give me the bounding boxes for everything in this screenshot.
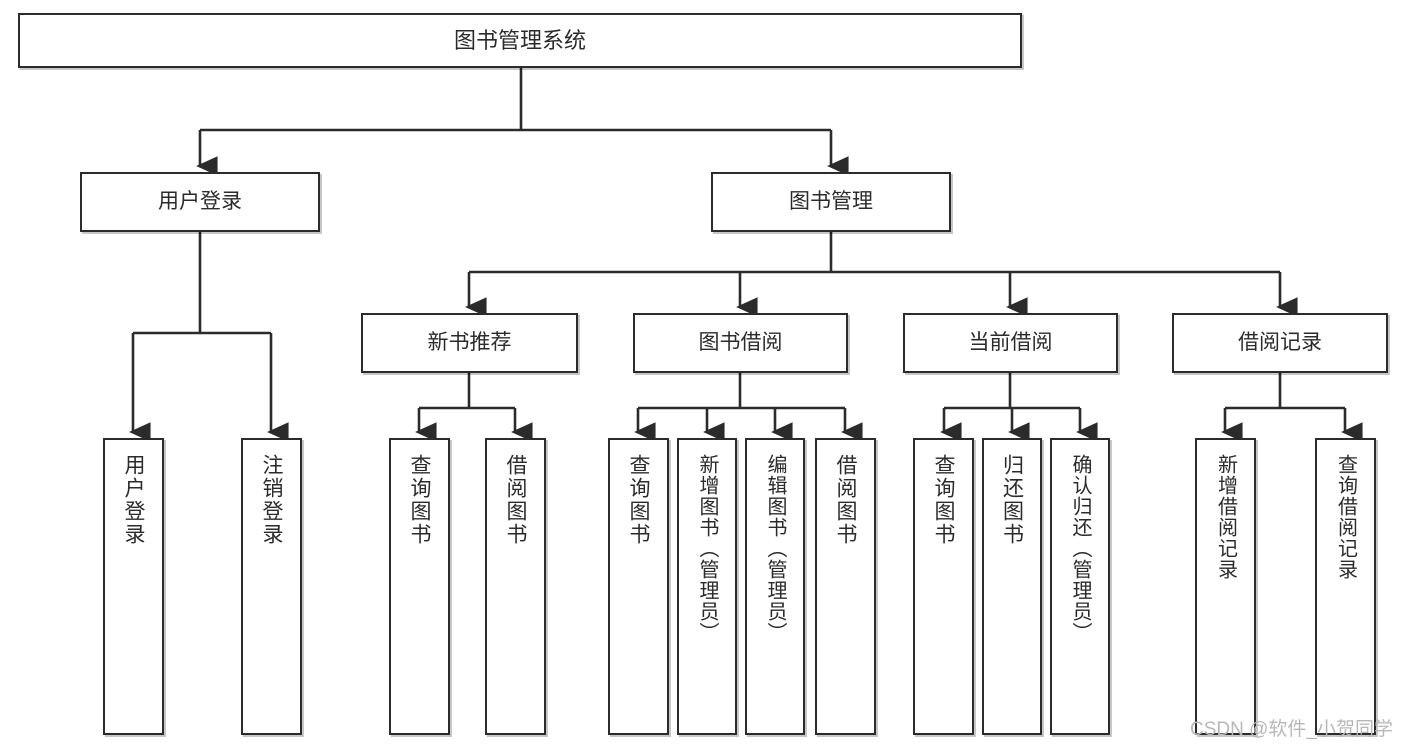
leaf-edit-book-admin[interactable]: 编辑图书（管理员） [745, 438, 805, 735]
node-book-management-label: 图书管理 [789, 189, 873, 213]
leaf-edit-book-admin-label: 编辑图书（管理员） [764, 454, 786, 643]
node-borrow-record-label: 借阅记录 [1238, 330, 1322, 354]
leaf-borrow-book-newbook-label: 借阅图书 [504, 454, 527, 546]
leaf-borrow-book-borrow[interactable]: 借阅图书 [815, 438, 876, 735]
leaf-user-login-label: 用户登录 [122, 454, 145, 546]
node-new-book-recommend-label: 新书推荐 [427, 330, 512, 354]
leaf-add-book-admin-label: 新增图书（管理员） [696, 454, 718, 643]
leaf-query-book-borrow[interactable]: 查询图书 [608, 438, 669, 735]
leaf-borrow-book-newbook[interactable]: 借阅图书 [485, 438, 546, 735]
leaf-query-borrow-record-label: 查询借阅记录 [1334, 454, 1357, 580]
node-borrow-record[interactable]: 借阅记录 [1172, 313, 1388, 373]
leaf-borrow-book-borrow-label: 借阅图书 [834, 454, 857, 546]
leaf-query-book-borrow-label: 查询图书 [627, 454, 650, 546]
node-user-login[interactable]: 用户登录 [80, 172, 320, 232]
leaf-query-book-newbook-label: 查询图书 [408, 454, 431, 546]
leaf-query-borrow-record[interactable]: 查询借阅记录 [1315, 438, 1376, 735]
leaf-add-book-admin[interactable]: 新增图书（管理员） [677, 438, 737, 735]
node-book-management[interactable]: 图书管理 [711, 172, 951, 232]
leaf-query-book-current-label: 查询图书 [932, 454, 955, 546]
leaf-return-book-label: 归还图书 [1000, 454, 1024, 546]
node-current-borrow[interactable]: 当前借阅 [903, 313, 1118, 373]
watermark: CSDN @软件_小贺同学 [1190, 719, 1393, 740]
leaf-confirm-return-admin-label: 确认归还（管理员） [1069, 454, 1091, 643]
leaf-add-borrow-record[interactable]: 新增借阅记录 [1195, 438, 1256, 735]
leaf-query-book-current[interactable]: 查询图书 [913, 438, 974, 735]
node-new-book-recommend[interactable]: 新书推荐 [361, 313, 578, 373]
node-book-borrow-label: 图书借阅 [698, 330, 783, 354]
leaf-user-login[interactable]: 用户登录 [103, 438, 164, 735]
leaf-logout-label: 注销登录 [260, 454, 283, 546]
leaf-confirm-return-admin[interactable]: 确认归还（管理员） [1050, 438, 1110, 735]
leaf-query-book-newbook[interactable]: 查询图书 [389, 438, 450, 735]
node-root[interactable]: 图书管理系统 [18, 13, 1022, 68]
node-user-login-label: 用户登录 [158, 189, 242, 213]
leaf-logout[interactable]: 注销登录 [241, 438, 302, 735]
leaf-return-book[interactable]: 归还图书 [982, 438, 1042, 735]
node-root-label: 图书管理系统 [453, 27, 586, 53]
node-current-borrow-label: 当前借阅 [968, 330, 1053, 354]
leaf-add-borrow-record-label: 新增借阅记录 [1214, 454, 1237, 580]
node-book-borrow[interactable]: 图书借阅 [633, 313, 848, 373]
